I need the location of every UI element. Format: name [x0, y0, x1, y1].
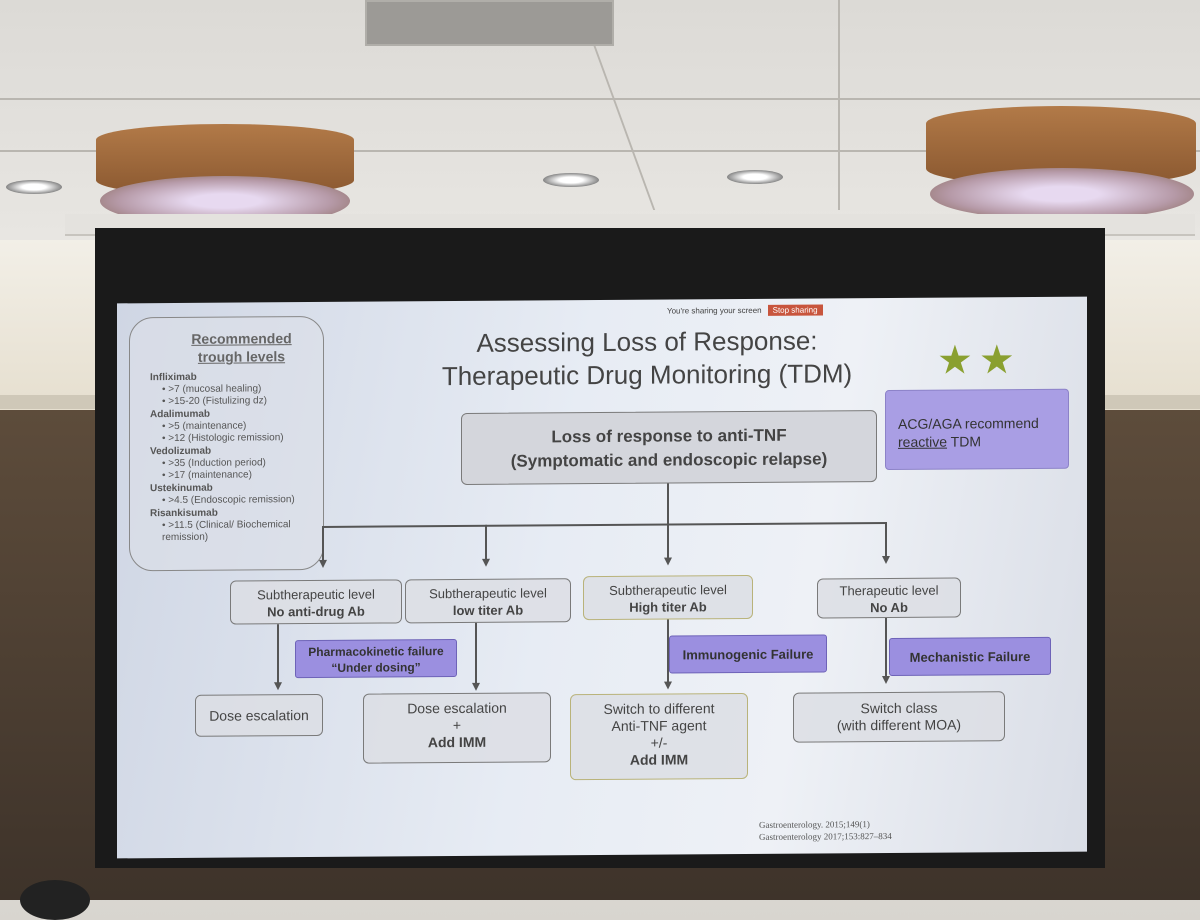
trough-levels-panel: Recommended trough levels Infliximab• >7… [129, 315, 324, 572]
downlight [6, 180, 62, 194]
mechanistic-failure-label: Mechanistic Failure [889, 636, 1051, 676]
acg-line-1: ACG/AGA recommend [898, 414, 1039, 432]
stop-sharing-button[interactable]: Stop sharing [767, 304, 823, 316]
ceiling-vent [365, 0, 614, 46]
arrow [274, 682, 282, 691]
reference-2: Gastroenterology 2017;153:827–834 [759, 830, 892, 842]
audience-head [20, 880, 90, 920]
arrow [882, 555, 890, 565]
level-2-line-1: Subtherapeutic level [429, 585, 547, 602]
main-line-1: Loss of response to anti-TNF [551, 425, 787, 447]
level-box-4: Therapeutic level No Ab [817, 577, 961, 619]
level-2-line-2: low titer Ab [452, 602, 524, 619]
loss-of-response-box: Loss of response to anti-TNF (Symptomati… [461, 410, 877, 485]
action-4-line-2: (with different MOA) [836, 716, 962, 734]
action-1-text: Dose escalation [209, 707, 309, 724]
connector [322, 525, 324, 562]
connector [885, 522, 887, 559]
action-box-4: Switch class (with different MOA) [793, 691, 1005, 743]
drug-name: Adalimumab [150, 408, 211, 421]
arrow [319, 559, 327, 568]
mech-text: Mechanistic Failure [909, 649, 1031, 665]
slide-title: Assessing Loss of Response: Therapeutic … [437, 324, 857, 393]
connector [885, 618, 887, 679]
action-4-line-1: Switch class [860, 699, 938, 717]
connector [667, 483, 669, 524]
pharmacokinetic-failure-label: Pharmacokinetic failure “Under dosing” [295, 639, 457, 679]
reference-1: Gastroenterology. 2015;149(1) [759, 819, 870, 830]
pk-line-1: Pharmacokinetic failure [308, 644, 444, 660]
drug-level: • >5 (maintenance) [162, 420, 247, 433]
level-box-3: Subtherapeutic level High titer Ab [583, 574, 753, 621]
drug-name: Risankisumab [150, 507, 218, 520]
action-3-line-1: Switch to different [603, 700, 715, 717]
slide: You're sharing your screen Stop sharing … [117, 297, 1087, 859]
trough-heading-1: Recommended [191, 330, 292, 347]
connector [667, 523, 669, 560]
level-1-line-2: No anti-drug Ab [267, 603, 365, 620]
drug-level: • >35 (Induction period) [162, 457, 266, 470]
drug-level: • >17 (maintenance) [162, 469, 252, 482]
projection-screen: You're sharing your screen Stop sharing … [117, 296, 1087, 859]
title-line-2: Therapeutic Drug Monitoring (TDM) [441, 358, 853, 392]
acg-aga-callout: ACG/AGA recommend reactive TDM [885, 388, 1069, 471]
connector [485, 524, 487, 561]
action-2-line-2: + [452, 716, 462, 734]
drug-level: • >15-20 (Fistulizing dz) [162, 395, 267, 408]
acg-line-2: reactive TDM [898, 432, 1068, 451]
drug-name: Infliximab [150, 371, 197, 384]
title-line-1: Assessing Loss of Response: [476, 325, 818, 358]
immuno-text: Immunogenic Failure [682, 646, 814, 663]
drug-level: • >4.5 (Endoscopic remission) [162, 494, 295, 507]
connector [322, 522, 887, 528]
screen-share-bar: You're sharing your screen Stop sharing [667, 304, 823, 316]
drug-level: • >12 (Histologic remission) [162, 432, 284, 445]
level-4-line-1: Therapeutic level [839, 582, 939, 599]
action-2-line-1: Dose escalation [407, 699, 507, 717]
arrow [664, 557, 672, 566]
arrow [472, 682, 480, 691]
level-4-line-2: No Ab [870, 599, 908, 616]
main-line-2: (Symptomatic and endoscopic relapse) [510, 449, 828, 471]
pendant-lamp-right-bottom [930, 168, 1194, 220]
acg-reactive: reactive [898, 433, 948, 450]
ceiling-grid-line [0, 98, 1200, 100]
drug-name: Ustekinumab [150, 482, 213, 495]
downlight [727, 170, 783, 184]
level-box-2: Subtherapeutic level low titer Ab [405, 578, 571, 624]
immunogenic-failure-label: Immunogenic Failure [669, 634, 827, 674]
pk-line-2: “Under dosing” [331, 660, 421, 675]
level-3-line-1: Subtherapeutic level [609, 582, 727, 598]
action-box-2: Dose escalation + Add IMM [363, 692, 551, 764]
action-3-line-2: Anti-TNF agent [611, 717, 707, 734]
acg-tdm: TDM [947, 433, 981, 450]
level-box-1: Subtherapeutic level No anti-drug Ab [230, 579, 402, 625]
connector [475, 622, 477, 685]
references: Gastroenterology. 2015;149(1) Gastroente… [759, 818, 892, 843]
drug-name: Vedolizumab [150, 445, 212, 458]
connector [277, 624, 279, 685]
ceiling-grid-line [0, 150, 1200, 152]
arrow [882, 675, 890, 685]
trough-heading: Recommended trough levels [160, 329, 323, 366]
trough-heading-2: trough levels [197, 348, 286, 365]
action-box-3: Switch to different Anti-TNF agent +/- A… [570, 692, 748, 781]
drug-list: Infliximab• >7 (mucosal healing)• >15-20… [130, 371, 323, 543]
action-box-1: Dose escalation [195, 693, 323, 737]
drug-level: • >11.5 (Clinical/ Biochemical [162, 519, 291, 532]
arrow [482, 558, 490, 567]
downlight [543, 173, 599, 187]
level-3-line-2: High titer Ab [629, 599, 707, 615]
action-2-line-3: Add IMM [427, 733, 487, 751]
stars-icon: ★★ [937, 338, 1021, 383]
drug-level: • >7 (mucosal healing) [162, 383, 262, 396]
ceiling-grid-line [838, 0, 840, 210]
level-1-line-1: Subtherapeutic level [257, 586, 375, 603]
action-3-line-3: +/- [650, 734, 668, 751]
drug-level: remission) [162, 531, 209, 544]
share-text: You're sharing your screen [667, 305, 762, 316]
arrow [664, 681, 672, 690]
action-3-line-4: Add IMM [629, 751, 689, 768]
